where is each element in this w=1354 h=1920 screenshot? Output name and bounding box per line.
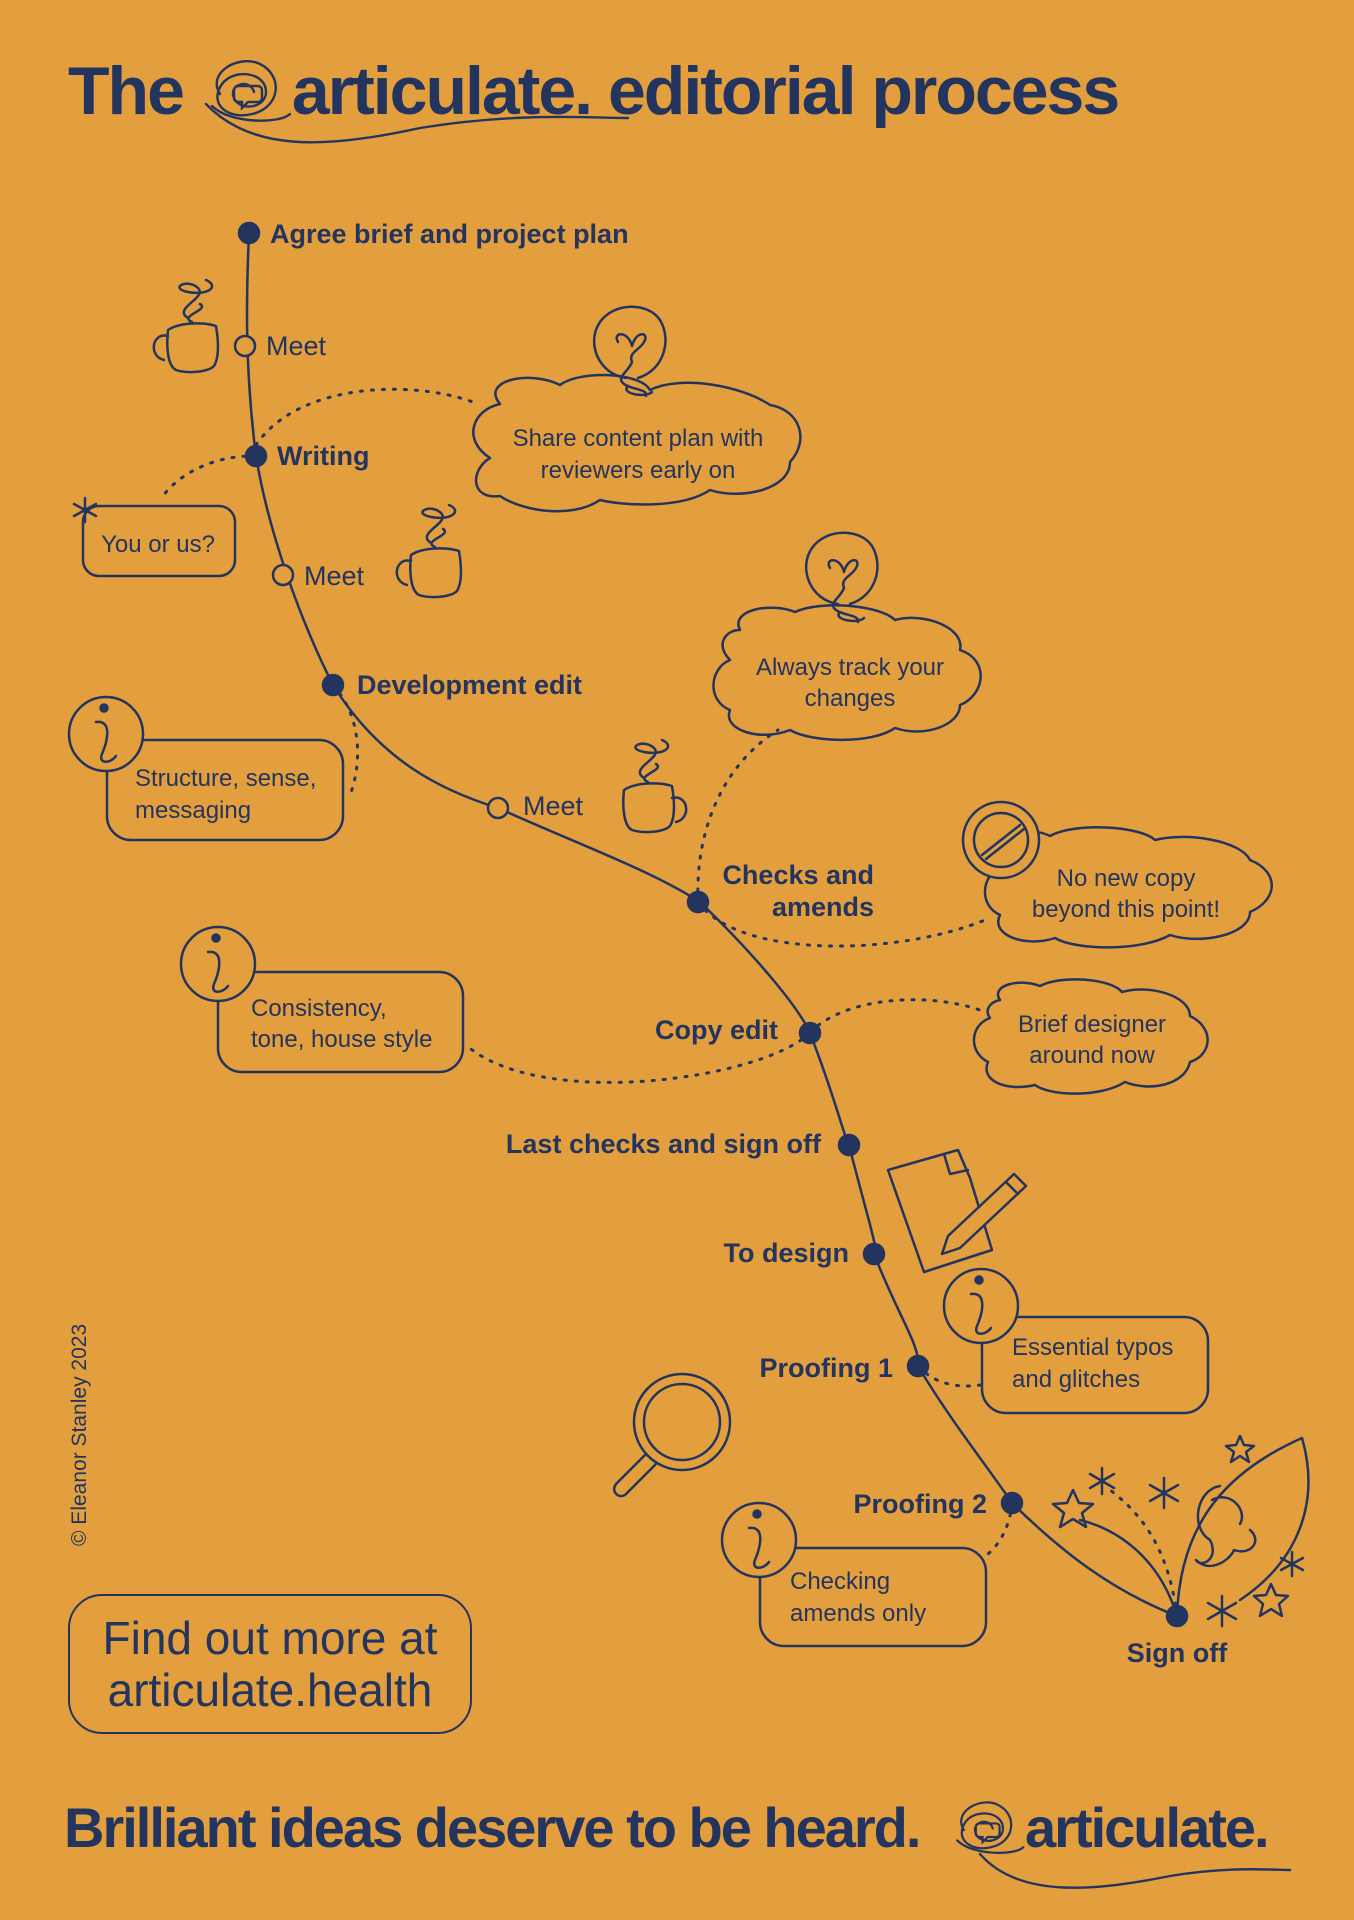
- box-typos: [980, 1315, 1210, 1415]
- note-nonew-line2: beyond this point!: [1032, 896, 1220, 923]
- note-brief-line2: around now: [1029, 1042, 1155, 1069]
- copyright-notice: © Eleanor Stanley 2023: [68, 1323, 91, 1546]
- step-last-checks: Last checks and sign off: [506, 1129, 822, 1159]
- lightbulb-icon: [592, 305, 667, 398]
- cta-link[interactable]: articulate.health: [107, 1664, 433, 1716]
- note-you-or-us: You or us?: [101, 531, 215, 558]
- step-agree-brief: Agree brief and project plan: [270, 219, 629, 249]
- connector-no-new-copy: [696, 900, 987, 948]
- no-entry-icon: [961, 800, 1041, 880]
- box-structure: [105, 738, 345, 842]
- note-brief-line1: Brief designer: [1018, 1011, 1166, 1038]
- milestone-dot-writing: [244, 444, 268, 468]
- connector-share-plan: [254, 387, 480, 447]
- box-checking: [758, 1546, 988, 1648]
- note-share-line1: Share content plan with: [513, 425, 764, 452]
- milestone-dot-copy-edit: [798, 1021, 822, 1045]
- note-typos-line1: Essential typos: [1012, 1334, 1173, 1361]
- mug-icon: [152, 278, 220, 374]
- info-icon: [67, 695, 145, 773]
- note-consistency-line1: Consistency,: [251, 995, 387, 1022]
- tagline-brand: articulate.: [1025, 1796, 1270, 1859]
- milestone-dot-development: [321, 673, 345, 697]
- tagline: Brilliant ideas deserve to be heard. art…: [64, 1790, 1270, 1866]
- title-suffix: editorial process: [607, 53, 1120, 129]
- cloud-track-changes: [712, 604, 982, 742]
- step-meet-3: Meet: [523, 791, 584, 821]
- milestone-dot-last-checks: [837, 1133, 861, 1157]
- milestone-dot-checks: [686, 890, 710, 914]
- lightbulb-icon: [804, 531, 879, 624]
- box-consistency: [216, 970, 465, 1074]
- step-meet-1: Meet: [266, 331, 327, 361]
- magnifier-icon: [612, 1372, 732, 1498]
- info-icon: [179, 925, 257, 1003]
- connector-brief-designer: [808, 998, 982, 1035]
- note-share-line2: reviewers early on: [541, 457, 736, 484]
- find-out-more-box: Find out more at articulate.health: [68, 1594, 472, 1734]
- cta-line1: Find out more at: [102, 1612, 438, 1664]
- note-consistency-line2: tone, house style: [251, 1026, 432, 1053]
- asterisk-icon: [72, 496, 98, 524]
- note-checking-line1: Checking: [790, 1568, 890, 1595]
- tagline-text: Brilliant ideas deserve to be heard.: [64, 1796, 921, 1859]
- step-checks-line2: amends: [772, 892, 874, 922]
- cloud-no-new-copy: [983, 826, 1273, 949]
- connector-typos: [916, 1364, 982, 1388]
- title-underline-swoosh: [204, 102, 630, 144]
- milestone-dot-to-design: [862, 1242, 886, 1266]
- tagline-underline-swoosh: [978, 1852, 1292, 1889]
- connector-checking: [983, 1501, 1014, 1558]
- cloud-share-plan: [472, 373, 802, 513]
- mug-icon: [622, 738, 688, 834]
- asterisk-icon: [1088, 1466, 1305, 1628]
- info-icon: [720, 1501, 798, 1579]
- milestone-dot-proofing-2: [1000, 1491, 1024, 1515]
- milestone-dot-agree: [237, 221, 261, 245]
- step-proofing-2: Proofing 2: [854, 1489, 988, 1519]
- note-typos-line2: and glitches: [1012, 1366, 1140, 1393]
- step-to-design: To design: [724, 1238, 850, 1268]
- note-checking-line2: amends only: [790, 1600, 926, 1627]
- step-meet-2: Meet: [304, 561, 365, 591]
- rocket-icon: [1078, 1436, 1310, 1618]
- milestone-dot-proofing-1: [906, 1354, 930, 1378]
- connector-consistency: [464, 1031, 812, 1084]
- step-writing: Writing: [277, 441, 369, 471]
- title-prefix: The: [68, 53, 185, 129]
- box-you-or-us: [81, 504, 237, 578]
- step-sign-off: Sign off: [1127, 1638, 1228, 1668]
- document-pencil-icon: [886, 1148, 1028, 1274]
- step-copy-edit: Copy edit: [655, 1015, 778, 1045]
- note-structure-line2: messaging: [135, 797, 251, 824]
- connector-track-changes: [696, 728, 780, 904]
- mug-icon: [395, 503, 463, 599]
- note-track-line2: changes: [805, 685, 896, 712]
- swirl-logo-icon: [956, 1801, 1025, 1854]
- note-nonew-line1: No new copy: [1057, 865, 1196, 892]
- cloud-brief-designer: [972, 978, 1209, 1095]
- star-icon: [1051, 1434, 1290, 1618]
- milestone-dot-meet-3: [486, 796, 510, 820]
- step-development-edit: Development edit: [357, 670, 582, 700]
- process-diagram: Agree brief and project plan Meet Writin…: [67, 219, 1310, 1668]
- note-structure-line1: Structure, sense,: [135, 765, 316, 792]
- step-checks-line1: Checks and: [722, 860, 874, 890]
- info-icon: [942, 1267, 1020, 1345]
- note-track-line1: Always track your: [756, 654, 944, 681]
- connector-you-or-us: [158, 454, 258, 502]
- swirl-logo-icon: [210, 59, 292, 122]
- step-proofing-1: Proofing 1: [760, 1353, 894, 1383]
- connector-structure: [331, 683, 360, 797]
- milestone-dot-meet-1: [233, 334, 257, 358]
- milestone-dot-meet-2: [271, 563, 295, 587]
